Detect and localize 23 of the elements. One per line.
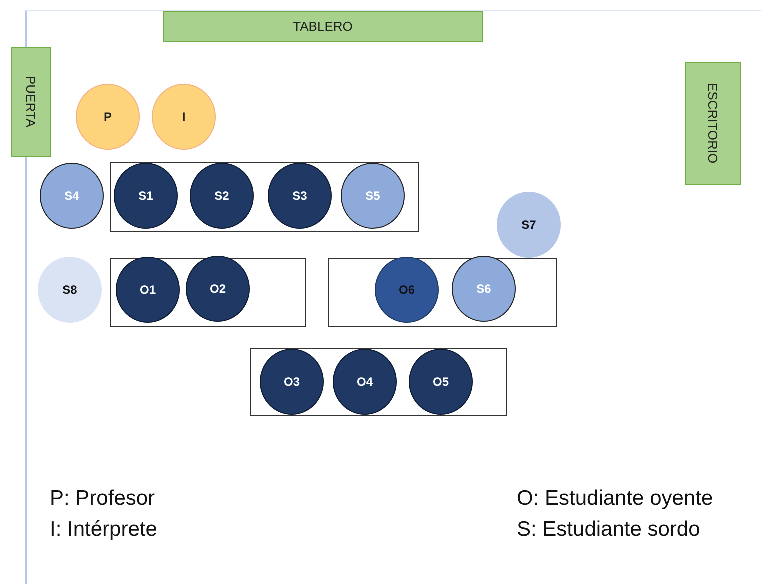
legend-text: S: Estudiante sordo bbox=[517, 518, 700, 542]
seat-circle: O3 bbox=[260, 349, 324, 415]
seat-circle: S4 bbox=[40, 163, 104, 229]
legend-text: I: Intérprete bbox=[50, 518, 158, 542]
seat-circle: S5 bbox=[341, 163, 405, 229]
seat-circle: P bbox=[76, 84, 140, 150]
seat-circle: O2 bbox=[186, 256, 250, 322]
seat-circle: O1 bbox=[116, 257, 180, 323]
seat-circle: S6 bbox=[452, 256, 516, 322]
board-box: TABLERO bbox=[163, 11, 483, 42]
seat-circle: S1 bbox=[114, 163, 178, 229]
legend-text: P: Profesor bbox=[50, 487, 156, 511]
seat-circle: S3 bbox=[268, 163, 332, 229]
seat-circle: S7 bbox=[497, 192, 561, 258]
seat-circle: O5 bbox=[409, 349, 473, 415]
seat-circle: O4 bbox=[333, 349, 397, 415]
wall-feature-box: PUERTA bbox=[11, 47, 51, 157]
legend-text: O: Estudiante oyente bbox=[517, 487, 714, 511]
seat-circle: O6 bbox=[375, 257, 439, 323]
seat-circle: S2 bbox=[190, 163, 254, 229]
wall-feature-box: ESCRITORIO bbox=[685, 62, 741, 185]
seat-circle: S8 bbox=[38, 257, 102, 323]
seat-circle: I bbox=[152, 84, 216, 150]
